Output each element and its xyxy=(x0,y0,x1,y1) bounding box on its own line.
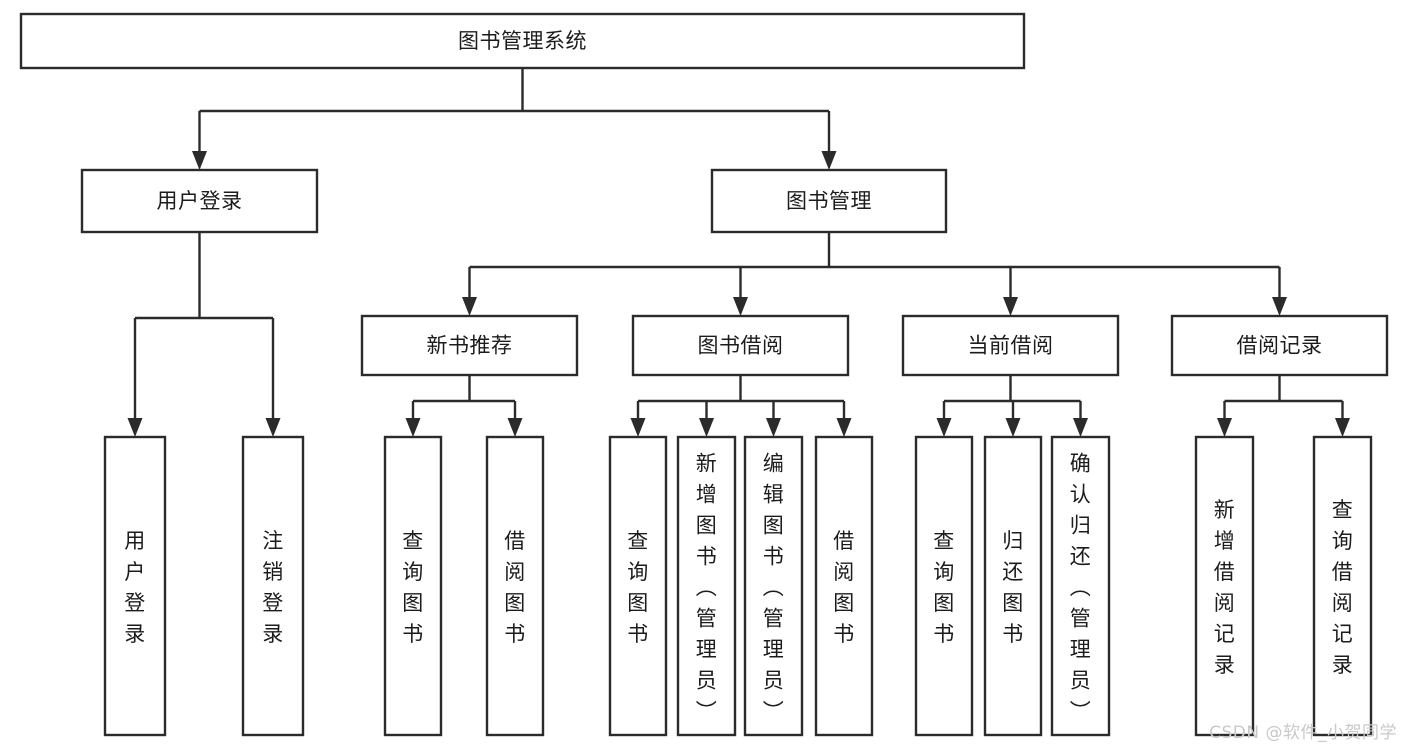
node-box-current-borrow xyxy=(901,314,1120,377)
arrow-head-icon xyxy=(405,418,421,437)
node-label-user-login: 用户登录 xyxy=(157,189,243,213)
node-box-records-add-record xyxy=(1194,435,1255,737)
node-label-current-borrow: 当前借阅 xyxy=(968,334,1054,358)
arrow-head-icon xyxy=(936,418,952,437)
arrow-head-icon xyxy=(1073,418,1088,437)
node-borrow-add-book-admin[interactable]: 新增图书︵管理员︶ xyxy=(676,435,737,737)
arrow-head-icon xyxy=(127,418,143,437)
arrow-head-icon xyxy=(192,151,207,170)
arrow-head-icon xyxy=(1005,418,1021,437)
arrow-head-icon xyxy=(821,151,837,170)
node-label-book-management: 图书管理 xyxy=(786,189,872,213)
arrow-head-icon xyxy=(836,418,852,437)
node-current-confirm-return-admin[interactable]: 确认归还︵管理员︶ xyxy=(1050,435,1111,737)
node-box-current-return-book xyxy=(983,435,1043,737)
node-label-book-borrow: 图书借阅 xyxy=(698,334,784,358)
node-layer: 图书管理系统用户登录用户登录注销登录图书管理新书推荐查询图书借阅图书图书借阅查询… xyxy=(19,12,1389,737)
node-label-current-query-book: 查询图书 xyxy=(933,529,955,646)
node-current-query-book[interactable]: 查询图书 xyxy=(914,435,974,737)
node-box-recommend-query-book xyxy=(383,435,443,737)
node-box-records-query-record xyxy=(1312,435,1373,737)
node-book-borrow[interactable]: 图书借阅 xyxy=(631,314,850,377)
node-current-borrow[interactable]: 当前借阅 xyxy=(901,314,1120,377)
arrow-head-icon xyxy=(766,418,781,437)
node-label-current-return-book: 归还图书 xyxy=(1002,529,1024,646)
arrow-head-icon xyxy=(265,418,281,437)
arrow-head-icon xyxy=(462,297,477,316)
node-box-book-borrow xyxy=(631,314,850,377)
node-label-records-query-record: 查询借阅记录 xyxy=(1332,498,1354,677)
node-label-recommend-query-book: 查询图书 xyxy=(402,529,424,646)
arrow-head-icon xyxy=(1272,297,1287,316)
arrow-head-icon xyxy=(699,418,714,437)
node-box-recommend-borrow-book xyxy=(485,435,545,737)
node-label-root: 图书管理系统 xyxy=(458,29,587,53)
watermark-label: CSDN @软件_小贺同学 xyxy=(1209,723,1397,743)
node-label-borrow-query-book: 查询图书 xyxy=(627,529,649,646)
node-recommend-borrow-book[interactable]: 借阅图书 xyxy=(485,435,545,737)
node-box-book-management xyxy=(710,168,948,234)
node-label-borrow-borrow-book: 借阅图书 xyxy=(833,529,855,646)
node-recommend-query-book[interactable]: 查询图书 xyxy=(383,435,443,737)
node-records-add-record[interactable]: 新增借阅记录 xyxy=(1194,435,1255,737)
node-user-login-action[interactable]: 用户登录 xyxy=(103,435,167,737)
node-label-records-add-record: 新增借阅记录 xyxy=(1214,498,1236,677)
node-label-borrow-edit-book-admin: 编辑图书︵管理员︶ xyxy=(763,452,785,724)
node-borrow-records[interactable]: 借阅记录 xyxy=(1170,314,1389,377)
node-root[interactable]: 图书管理系统 xyxy=(19,12,1026,70)
node-box-root xyxy=(19,12,1026,70)
node-new-book-recommend[interactable]: 新书推荐 xyxy=(360,314,579,377)
node-label-user-login-action: 用户登录 xyxy=(124,529,146,646)
node-borrow-edit-book-admin[interactable]: 编辑图书︵管理员︶ xyxy=(743,435,804,737)
node-box-borrow-records xyxy=(1170,314,1389,377)
node-box-user-login xyxy=(80,168,319,234)
connector-layer xyxy=(127,68,1350,437)
node-box-user-logout-action xyxy=(241,435,305,737)
arrow-head-icon xyxy=(1335,418,1350,437)
arrow-head-icon xyxy=(1217,418,1232,437)
node-label-new-book-recommend: 新书推荐 xyxy=(427,334,513,358)
arrow-head-icon xyxy=(630,418,646,437)
node-user-logout-action[interactable]: 注销登录 xyxy=(241,435,305,737)
node-records-query-record[interactable]: 查询借阅记录 xyxy=(1312,435,1373,737)
node-label-current-confirm-return-admin: 确认归还︵管理员︶ xyxy=(1070,452,1092,724)
node-box-current-confirm-return-admin xyxy=(1050,435,1111,737)
arrow-head-icon xyxy=(1003,297,1018,316)
node-label-user-logout-action: 注销登录 xyxy=(262,529,284,646)
node-box-user-login-action xyxy=(103,435,167,737)
node-current-return-book[interactable]: 归还图书 xyxy=(983,435,1043,737)
node-book-management[interactable]: 图书管理 xyxy=(710,168,948,234)
node-box-current-query-book xyxy=(914,435,974,737)
node-box-new-book-recommend xyxy=(360,314,579,377)
node-user-login[interactable]: 用户登录 xyxy=(80,168,319,234)
arrow-head-icon xyxy=(507,418,523,437)
node-label-borrow-records: 借阅记录 xyxy=(1237,334,1323,358)
node-label-recommend-borrow-book: 借阅图书 xyxy=(504,529,526,646)
node-borrow-borrow-book[interactable]: 借阅图书 xyxy=(814,435,874,737)
node-box-borrow-query-book xyxy=(608,435,668,737)
arrow-head-icon xyxy=(733,297,748,316)
node-box-borrow-borrow-book xyxy=(814,435,874,737)
node-borrow-query-book[interactable]: 查询图书 xyxy=(608,435,668,737)
node-box-borrow-edit-book-admin xyxy=(743,435,804,737)
node-box-borrow-add-book-admin xyxy=(676,435,737,737)
node-label-borrow-add-book-admin: 新增图书︵管理员︶ xyxy=(696,452,718,724)
